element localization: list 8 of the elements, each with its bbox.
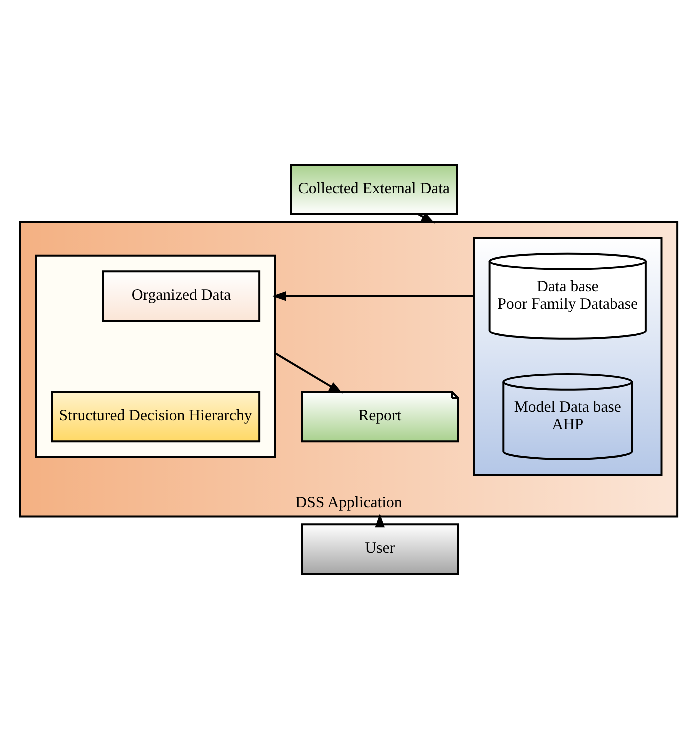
node-box: Structured Decision Hierarchy [51,391,261,443]
node-box: Organized Data [102,270,261,322]
arrow [272,292,474,302]
cluster [35,254,276,458]
node-box: Collected External Data [290,164,458,216]
cluster [473,237,663,476]
arrow [375,514,385,528]
arrow [274,352,343,394]
